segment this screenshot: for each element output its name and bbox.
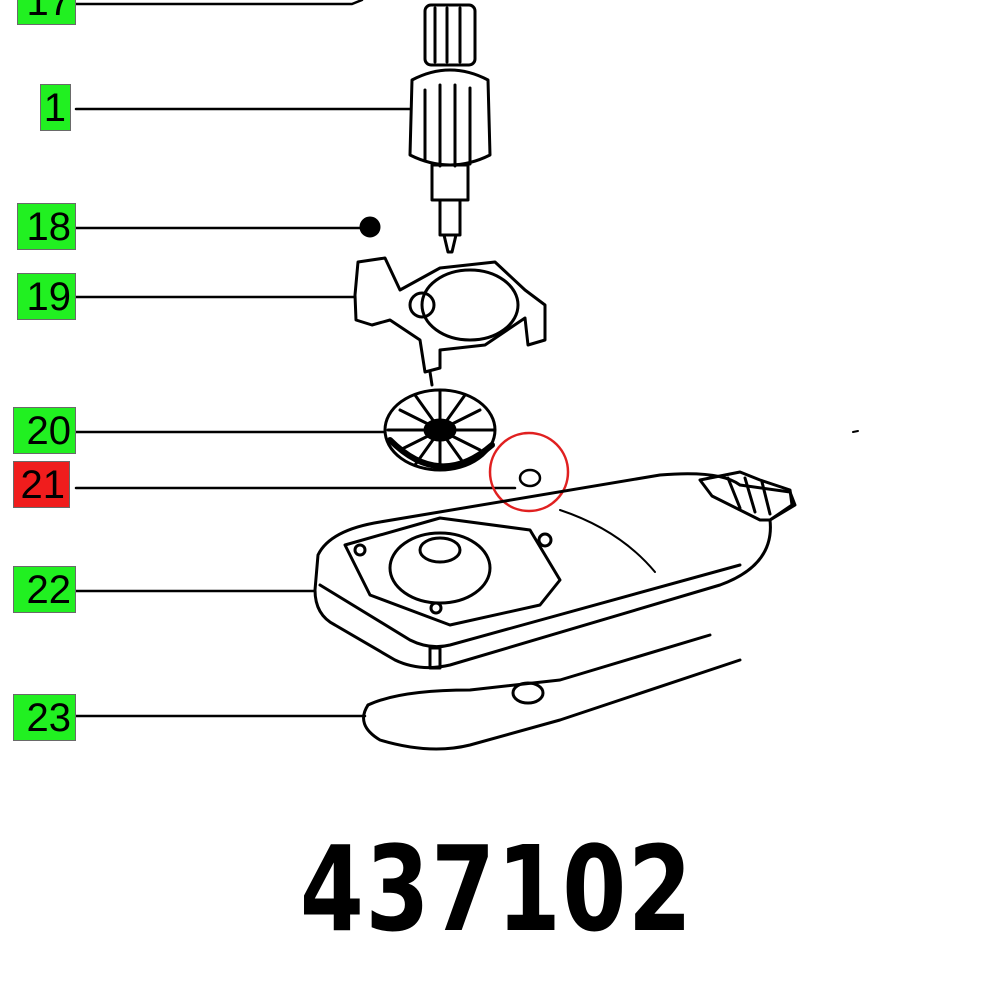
part-fan — [383, 388, 497, 472]
callout-20[interactable]: 20 — [13, 407, 76, 454]
part-21 — [518, 468, 542, 488]
callout-21[interactable]: 21 — [13, 461, 70, 508]
part-bracket — [353, 256, 547, 387]
callout-1[interactable]: 1 — [40, 84, 71, 131]
part-armature — [408, 3, 492, 254]
part-pad — [362, 633, 742, 751]
leader-lines — [74, 0, 517, 718]
highlight-circle — [488, 431, 570, 513]
callout-18[interactable]: 18 — [17, 203, 76, 250]
part-18 — [359, 216, 381, 238]
part-number: 437102 — [299, 820, 694, 958]
part-housing — [313, 470, 797, 670]
callout-17[interactable]: 17 — [17, 0, 76, 25]
callout-19[interactable]: 19 — [17, 273, 76, 320]
callout-22[interactable]: 22 — [13, 566, 76, 613]
callout-23[interactable]: 23 — [13, 694, 76, 741]
